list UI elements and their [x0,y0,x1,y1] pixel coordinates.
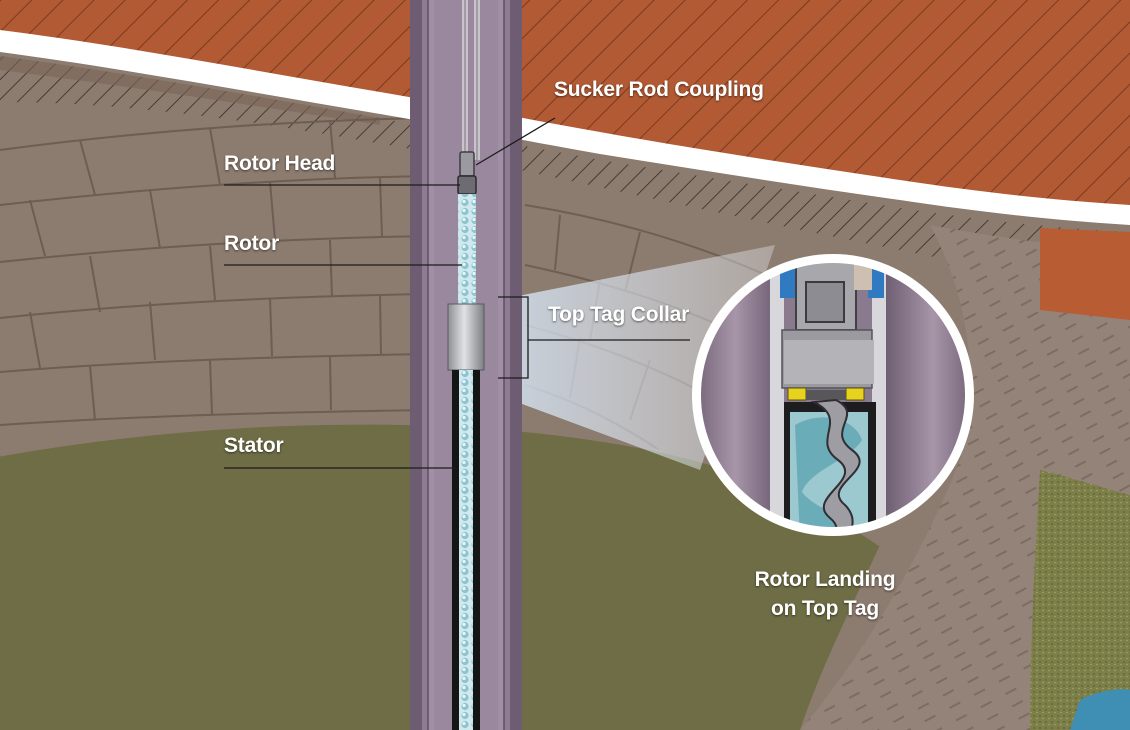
label-rotor-landing-line1: Rotor Landing [754,568,896,591]
label-sucker-rod-coupling: Sucker Rod Coupling [554,78,764,101]
label-rotor-head: Rotor Head [224,152,336,175]
label-rotor-landing: Rotor Landing on Top Tag [740,565,910,623]
label-rotor-landing-line2: on Top Tag [770,597,880,620]
label-stator: Stator [224,434,284,457]
label-rotor: Rotor [224,232,279,255]
label-top-tag-collar: Top Tag Collar [548,303,690,326]
